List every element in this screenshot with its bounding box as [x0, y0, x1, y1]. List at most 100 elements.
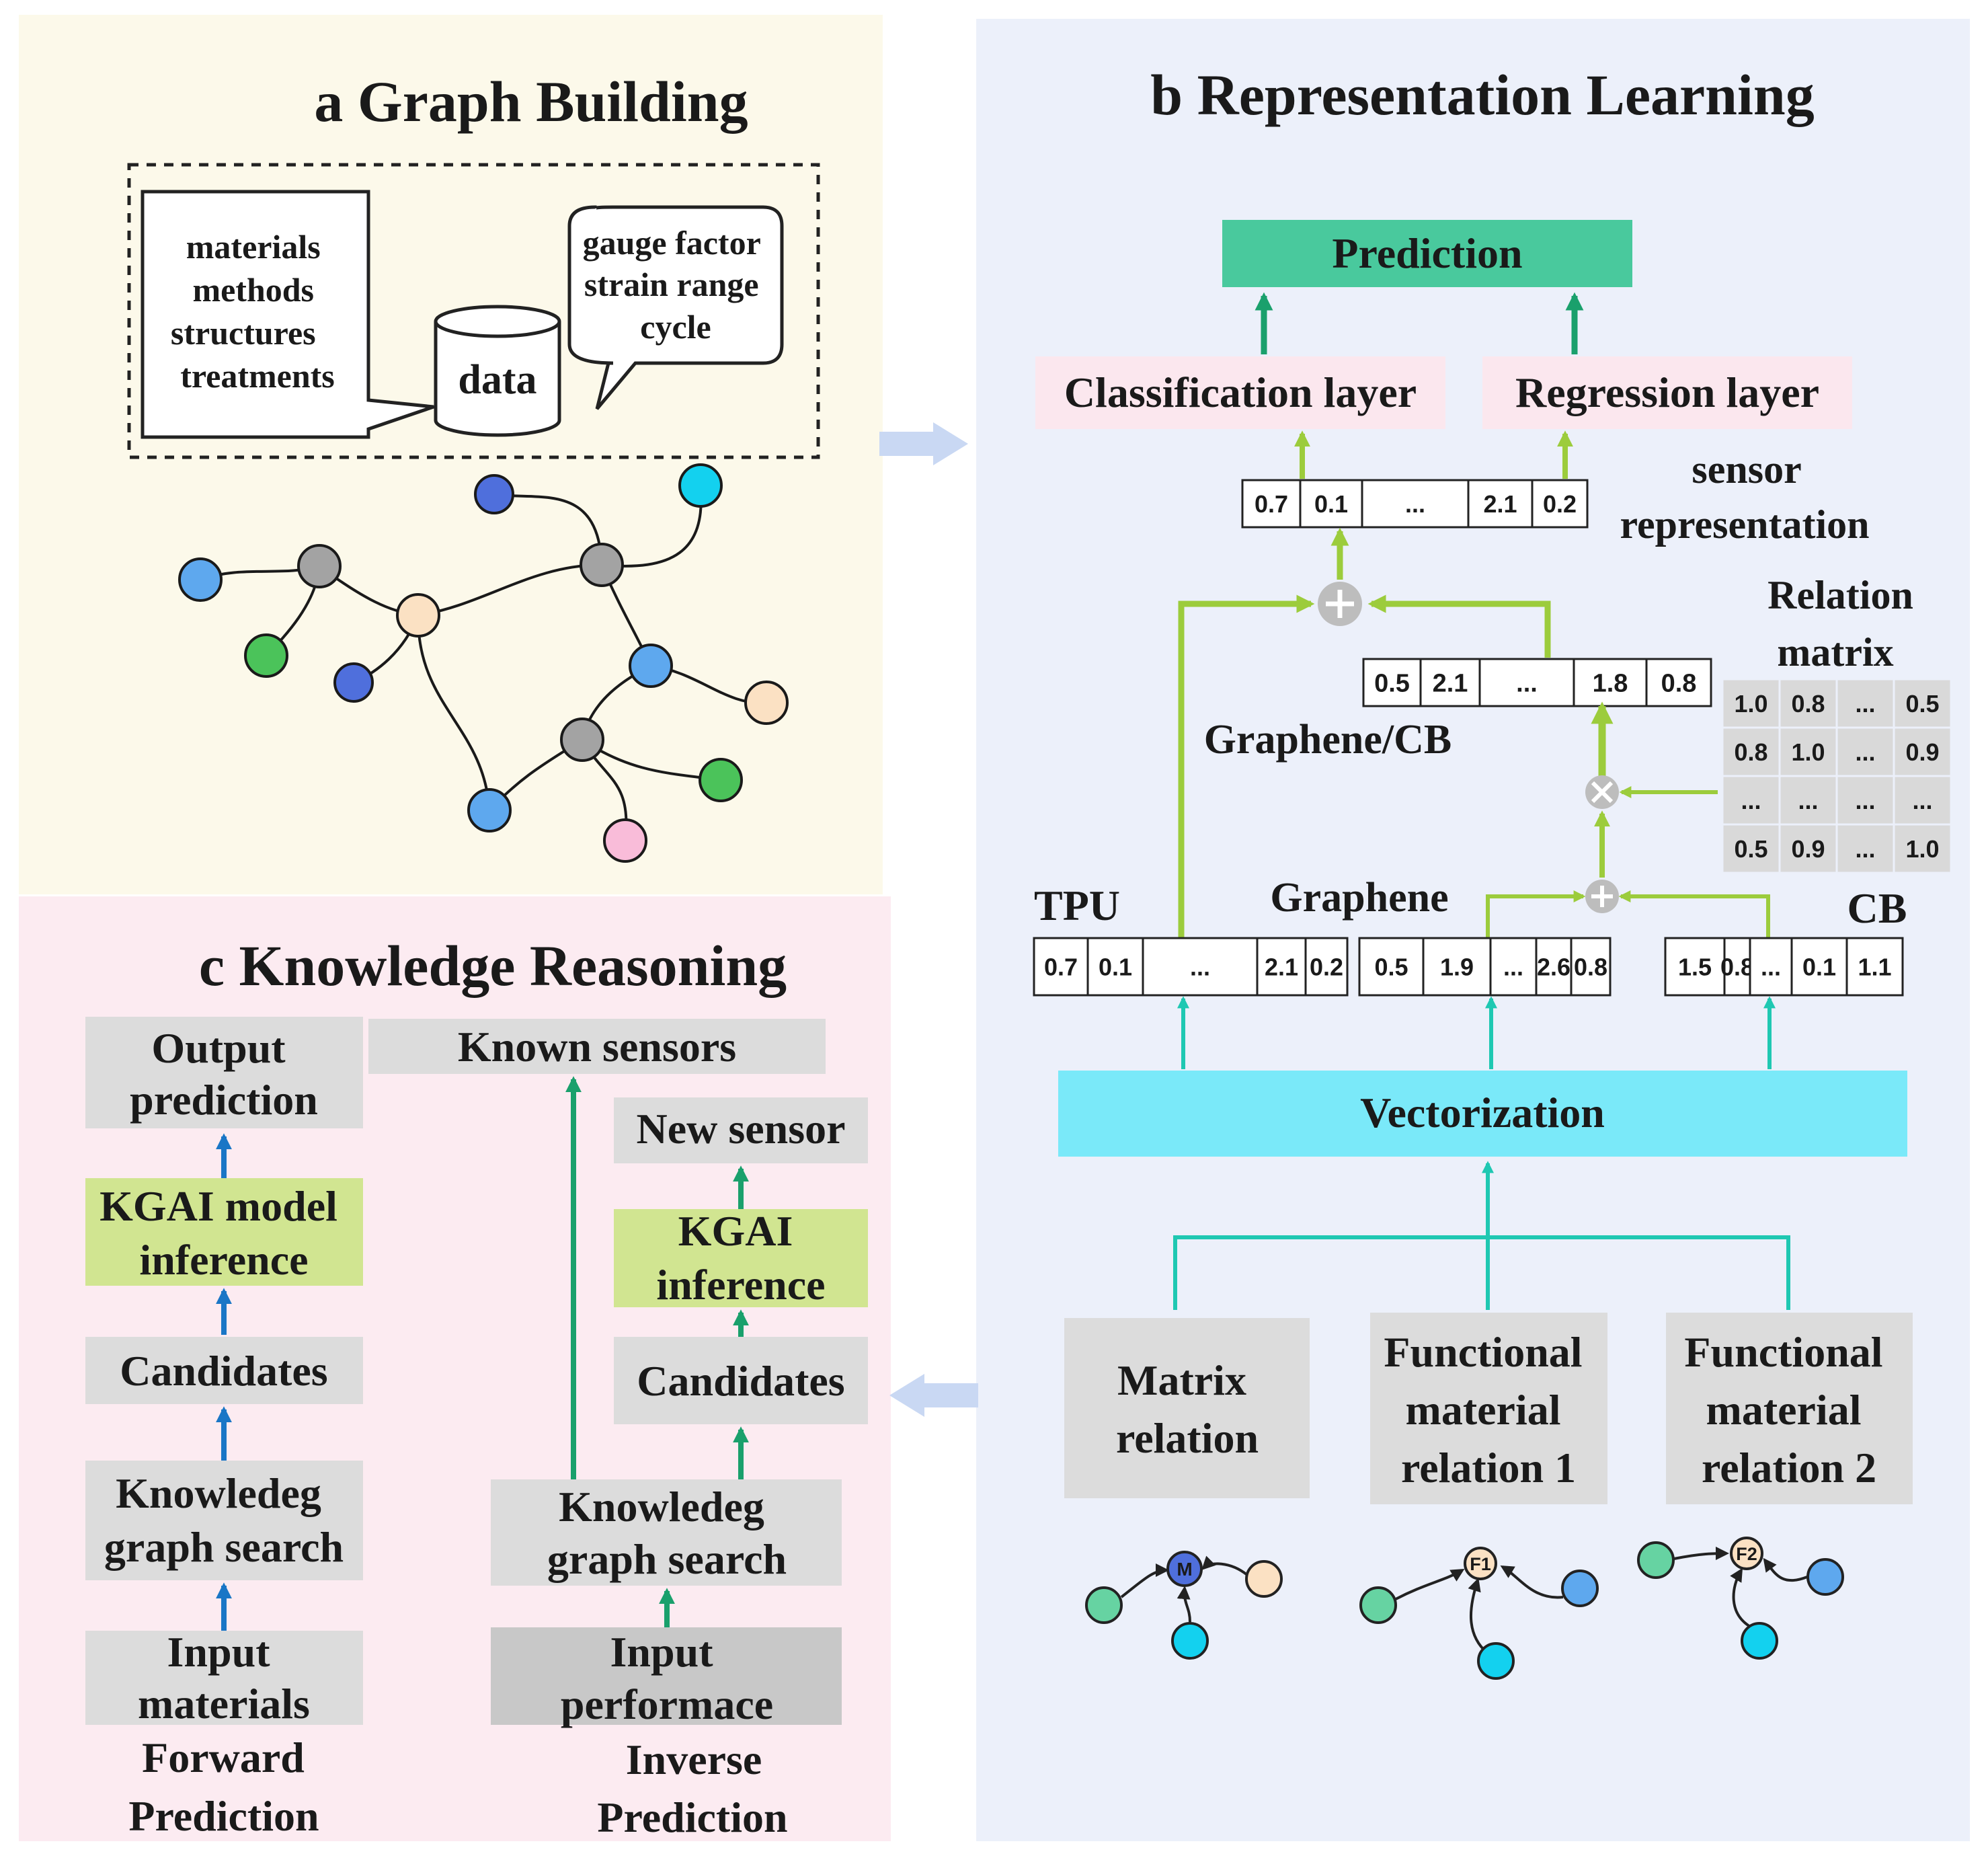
forward-prediction-caption: Forward Prediction [128, 1734, 319, 1840]
graph-edge [418, 564, 602, 617]
vectorization-label: Vectorization [1360, 1089, 1605, 1136]
functional-relation-1-box [1370, 1313, 1607, 1504]
matrix-cell [1723, 825, 1779, 872]
graph-edge [416, 615, 491, 811]
add-operator-bottom [1585, 880, 1619, 913]
vector-value: 0.5 [1374, 953, 1408, 980]
graph-nodes [178, 463, 789, 863]
forward-search-box [85, 1461, 363, 1580]
matrix-value: 0.9 [1791, 835, 1825, 863]
forward-candidates-label: Candidates [120, 1347, 327, 1395]
matrix-value: ... [1855, 738, 1875, 766]
matrix-cell [1780, 777, 1836, 824]
matrix-value: ... [1741, 787, 1761, 814]
matrix-cell [1837, 728, 1893, 775]
graph-node [560, 718, 604, 762]
vectorization-box [1058, 1071, 1907, 1157]
attribute-materials: materials [186, 228, 321, 266]
vector-value: ... [1503, 953, 1523, 980]
graph-node [744, 681, 789, 725]
relation-matrix-label: Relation matrix [1767, 573, 1923, 674]
graphene-label: Graphene [1270, 875, 1448, 921]
vector-value: 2.6 [1537, 953, 1570, 980]
matrix-cell [1780, 680, 1836, 727]
graph-node [678, 463, 723, 508]
vector-value: 0.2 [1543, 490, 1577, 518]
vector-cell [1142, 937, 1259, 997]
cb-label: CB [1847, 884, 1907, 932]
input-performace-box [491, 1627, 842, 1725]
input-materials-box [85, 1631, 363, 1725]
add-operator-top [1318, 582, 1362, 626]
matrix-value: 0.8 [1791, 690, 1825, 718]
vector-cell [1478, 658, 1575, 707]
matrix-cell [1780, 728, 1836, 775]
matrix-value: 0.8 [1734, 738, 1767, 766]
composite-label: Graphene/CB [1204, 717, 1452, 763]
prediction-box [1222, 220, 1632, 287]
sensor-representation-label: sensor representation [1620, 447, 1869, 547]
vector-cell [1489, 937, 1538, 997]
matrix-cell [1895, 680, 1950, 727]
inverse-search-box [491, 1479, 842, 1586]
vector-value: ... [1516, 670, 1538, 698]
inverse-candidates-box [614, 1337, 868, 1424]
classification-layer-label: Classification layer [1064, 369, 1417, 416]
attribute-treatments: treatments [180, 357, 335, 395]
input-materials-label: Input materials [138, 1628, 310, 1728]
matrix-value: 0.5 [1905, 690, 1939, 718]
graph-node [297, 544, 342, 588]
matrix-value: 1.0 [1734, 690, 1767, 718]
graphene-to-plus-arrow [1486, 890, 1586, 938]
vector-value: 0.2 [1310, 953, 1343, 980]
vector-cell [1086, 937, 1144, 997]
panel-c-title: c Knowledge Reasoning [199, 933, 787, 998]
forward-candidates-box [85, 1337, 363, 1404]
relations-connector [1173, 1235, 1790, 1310]
panel-b-background [976, 19, 1970, 1841]
matrix-cell [1895, 825, 1950, 872]
known-sensors-label: Known sensors [458, 1023, 736, 1071]
vector-cell [1845, 937, 1904, 997]
regression-layer-box [1482, 356, 1852, 429]
panel-b-title: b Representation Learning [1150, 63, 1814, 127]
functional-relation-2-box [1666, 1313, 1913, 1504]
prediction-label: Prediction [1332, 229, 1522, 277]
vector-value: 2.1 [1483, 490, 1517, 518]
vector-cell [1419, 658, 1481, 707]
vector-value: 0.1 [1314, 490, 1348, 518]
matrix-cell [1723, 680, 1779, 727]
functional-relation-1-label: Functional material relation 1 [1384, 1328, 1593, 1492]
new-sensor-label: New sensor [636, 1105, 845, 1153]
graph-node [580, 543, 624, 587]
composite-to-plus-arrow [1367, 594, 1551, 658]
matrix-value: ... [1855, 787, 1875, 814]
vector-value: 0.5 [1374, 670, 1410, 698]
regression-layer-label: Regression layer [1515, 369, 1819, 416]
vector-value: ... [1405, 490, 1425, 518]
cb-to-plus-arrow [1618, 890, 1770, 938]
attributes-callout [141, 190, 434, 439]
matrix-cell [1723, 728, 1779, 775]
graph-node [244, 633, 288, 678]
graph-edge [601, 487, 703, 568]
vector-value: 0.1 [1802, 953, 1836, 980]
matrix-cell [1895, 777, 1950, 824]
a-to-b-arrow [879, 422, 968, 465]
matrix-node-label: M [1177, 1559, 1192, 1580]
matrix-value: 1.0 [1791, 738, 1825, 766]
vector-cell [1645, 658, 1712, 707]
vector-cell [1790, 937, 1848, 997]
matrix-cell [1837, 825, 1893, 872]
vector-cell [1362, 658, 1422, 707]
forward-inference-label: KGAI model inference [100, 1182, 348, 1284]
property-gauge-factor: gauge factor [583, 224, 761, 262]
vector-value: 1.5 [1678, 953, 1712, 980]
graph-node [603, 818, 647, 863]
matrix-cell [1837, 777, 1893, 824]
